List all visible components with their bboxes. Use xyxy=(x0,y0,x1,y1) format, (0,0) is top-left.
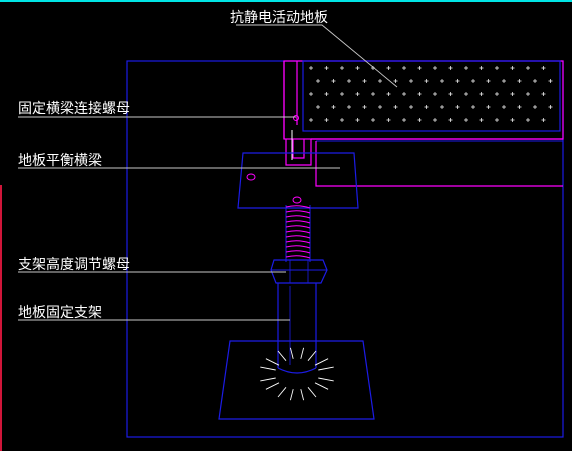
antistatic-floor-panel xyxy=(283,60,564,140)
label-antistatic-floor: 抗静电活动地板 xyxy=(230,10,328,26)
label-floor-support: 地板固定支架 xyxy=(18,305,102,321)
panel-pattern xyxy=(309,66,553,122)
beam-nut-symbol xyxy=(293,115,299,121)
balance-beam xyxy=(311,138,563,187)
threaded-rod xyxy=(285,205,311,262)
support-tube xyxy=(277,283,317,374)
leader-lines xyxy=(18,24,398,321)
panel-edge-hook xyxy=(283,61,312,166)
label-beam-nut: 固定横梁连接螺母 xyxy=(18,100,130,117)
label-balance-beam: 地板平衡横梁 xyxy=(18,153,102,169)
head-plate xyxy=(237,152,359,209)
label-height-nut: 支架高度调节螺母 xyxy=(18,256,130,273)
height-adjust-nut xyxy=(270,259,328,284)
base-plate xyxy=(218,340,375,420)
leader-antistatic-floor xyxy=(236,24,398,88)
